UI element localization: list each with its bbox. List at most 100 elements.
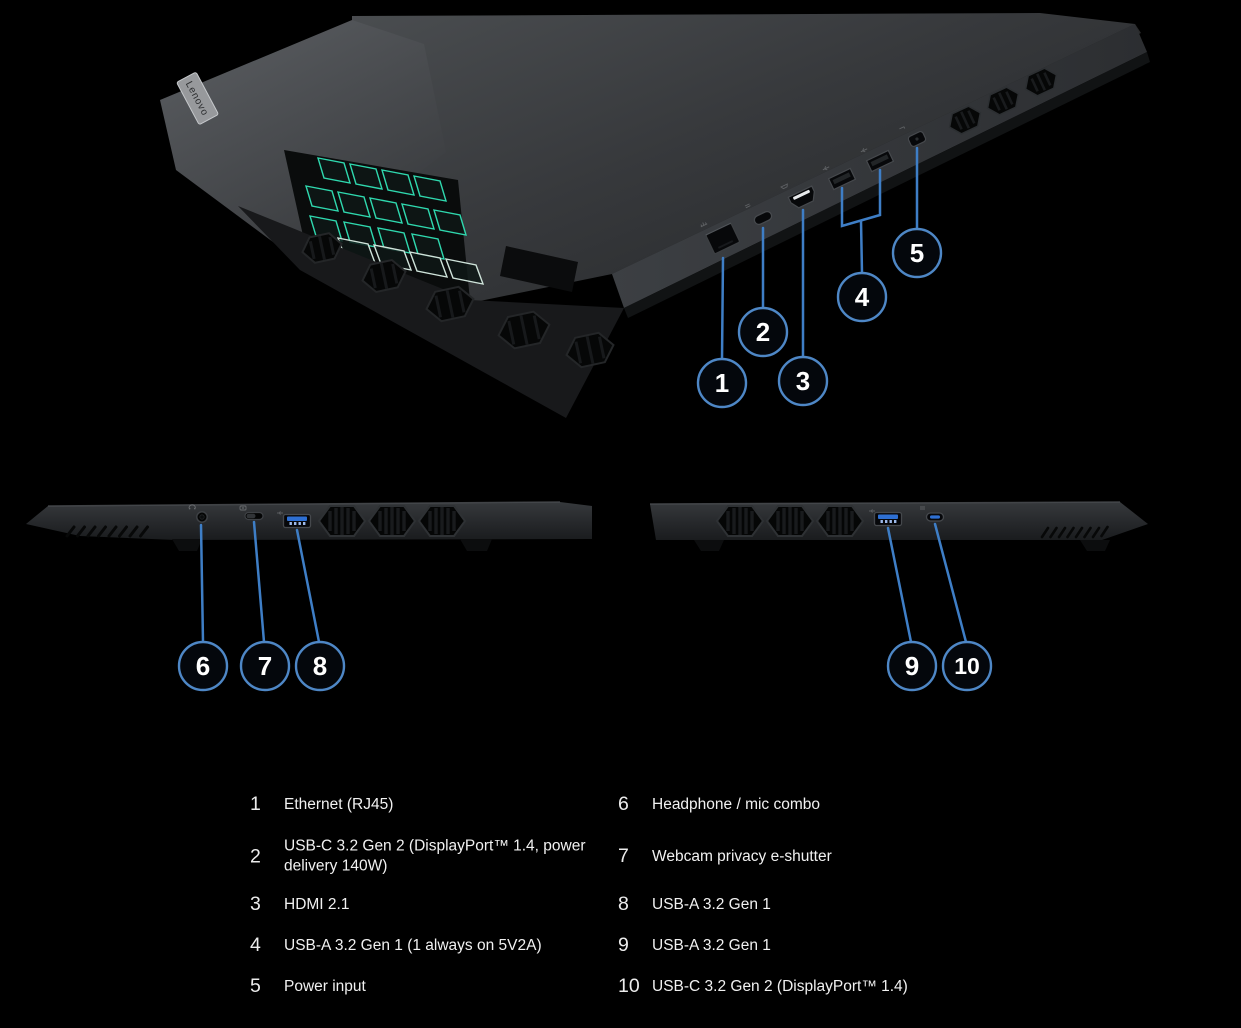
leader-line-4	[859, 219, 864, 275]
usb-c-icon-right	[920, 506, 925, 510]
base-left-hex-vents	[301, 232, 615, 369]
leader-line-10	[933, 522, 968, 644]
headphone-jack	[196, 511, 208, 523]
legend-label: Power input	[284, 977, 366, 995]
left-side-laptop	[26, 501, 592, 551]
callout-7: 7	[239, 640, 291, 692]
legend-label: USB-A 3.2 Gen 1 (1 always on 5V2A)	[284, 936, 542, 954]
headphone-icon	[188, 504, 196, 510]
leader-line-9	[886, 526, 913, 644]
svg-text:3: 3	[796, 366, 810, 396]
legend-item-9: 9 USB-A 3.2 Gen 1	[618, 936, 771, 956]
legend-item-1: 1 Ethernet (RJ45)	[250, 795, 393, 815]
callout-10: 10	[941, 640, 993, 692]
callout-1: 1	[696, 357, 748, 409]
svg-text:1: 1	[715, 368, 729, 398]
hinge	[500, 246, 578, 292]
leader-lines	[199, 146, 968, 644]
lid-back-panel	[352, 13, 1135, 303]
svg-text:9: 9	[905, 651, 919, 681]
right-side-laptop	[649, 501, 1148, 551]
leader-line-7	[252, 520, 266, 644]
svg-text:5: 5	[910, 238, 924, 268]
legend-label: Ethernet (RJ45)	[284, 795, 394, 813]
legend-item-10: 10 USB-C 3.2 Gen 2 (DisplayPort™ 1.4)	[618, 977, 908, 997]
legend-number: 6	[618, 793, 629, 816]
legend-label: USB-C 3.2 Gen 2 (DisplayPort™ 1.4)	[652, 977, 908, 995]
legend-number: 9	[618, 934, 629, 957]
svg-text:8: 8	[313, 651, 327, 681]
right-foot-2	[1080, 540, 1110, 551]
camera-icon	[239, 505, 247, 511]
legend-label: Webcam privacy e-shutter	[652, 847, 832, 865]
rear-view-laptop: Lenovo	[160, 13, 1150, 418]
usb-a-port-rear-1	[827, 167, 857, 191]
svg-text:7: 7	[258, 651, 272, 681]
usb-icon-2	[860, 148, 868, 153]
rear-right-hex-vents	[948, 67, 1058, 135]
usb-a-port-right	[873, 511, 903, 527]
left-side-hex-vents	[317, 505, 467, 537]
ethernet-port-rear	[705, 222, 741, 255]
callout-6: 6	[177, 640, 229, 692]
legend-label: HDMI 2.1	[284, 895, 350, 913]
callouts: 1 2 3 4 5 6 7 8 9 10	[177, 227, 993, 692]
rear-port-icons	[700, 126, 906, 228]
hdmi-port-rear	[787, 185, 815, 209]
legend-number: 8	[618, 893, 629, 916]
legend-number: 5	[250, 975, 261, 998]
legend-item-4: 4 USB-A 3.2 Gen 1 (1 always on 5V2A)	[250, 936, 542, 956]
callout-2: 2	[737, 306, 789, 358]
left-front-slat-vents	[65, 525, 149, 538]
legend-label: USB-A 3.2 Gen 1	[652, 936, 771, 954]
svg-text:2: 2	[756, 317, 770, 347]
rear-io-face-lip	[624, 52, 1150, 318]
usb-ss-icon-right	[869, 509, 875, 513]
usb-a-port-left	[282, 513, 312, 529]
hdmi-icon	[780, 183, 788, 190]
legend-item-7: 7 Webcam privacy e-shutter	[618, 847, 832, 867]
legend-item-6: 6 Headphone / mic combo	[618, 795, 820, 815]
usb-a-port-rear-2	[865, 149, 895, 173]
ethernet-icon	[700, 222, 708, 228]
legend-item-2: 2 USB-C 3.2 Gen 2 (DisplayPort™ 1.4, pow…	[250, 837, 596, 878]
legend-number: 3	[250, 893, 261, 916]
usb-c-icon-rear	[744, 203, 751, 209]
right-front-slat-vents	[1040, 525, 1109, 539]
callout-3: 3	[777, 355, 829, 407]
legend-item-8: 8 USB-A 3.2 Gen 1	[618, 895, 771, 915]
left-foot-1	[172, 539, 202, 551]
callout-9: 9	[886, 640, 938, 692]
callout-5: 5	[891, 227, 943, 279]
legend-number: 7	[618, 845, 629, 868]
callout-4: 4	[836, 271, 888, 323]
svg-text:4: 4	[855, 282, 870, 312]
callout-8: 8	[294, 640, 346, 692]
legend-label: Headphone / mic combo	[652, 795, 821, 813]
leader-line-1	[720, 256, 725, 361]
svg-text:10: 10	[954, 653, 980, 679]
legend-number: 2	[250, 845, 261, 868]
right-side-top-highlight	[649, 501, 1121, 505]
left-side-top-highlight	[47, 501, 561, 507]
leader-line-8	[295, 528, 321, 644]
legend-item-5: 5 Power input	[250, 977, 366, 997]
legend-label: USB-C 3.2 Gen 2 (DisplayPort™ 1.4, power…	[284, 837, 586, 875]
legend-number: 1	[250, 793, 261, 816]
legend-number: 4	[250, 934, 261, 957]
svg-text:6: 6	[196, 651, 210, 681]
legend-item-3: 3 HDMI 2.1	[250, 895, 349, 915]
leader-line-6	[199, 523, 205, 644]
usb-icon-1	[822, 166, 830, 171]
right-foot-1	[694, 540, 724, 551]
legend-number: 10	[618, 975, 640, 998]
usb-ss-icon-left	[277, 511, 283, 515]
power-port-rear	[907, 130, 927, 148]
legend-label: USB-A 3.2 Gen 1	[652, 895, 771, 913]
left-foot-2	[460, 539, 492, 551]
usb-c-port-rear	[753, 210, 773, 226]
e-shutter-switch	[244, 511, 264, 521]
usb-c-port-right	[925, 512, 945, 522]
